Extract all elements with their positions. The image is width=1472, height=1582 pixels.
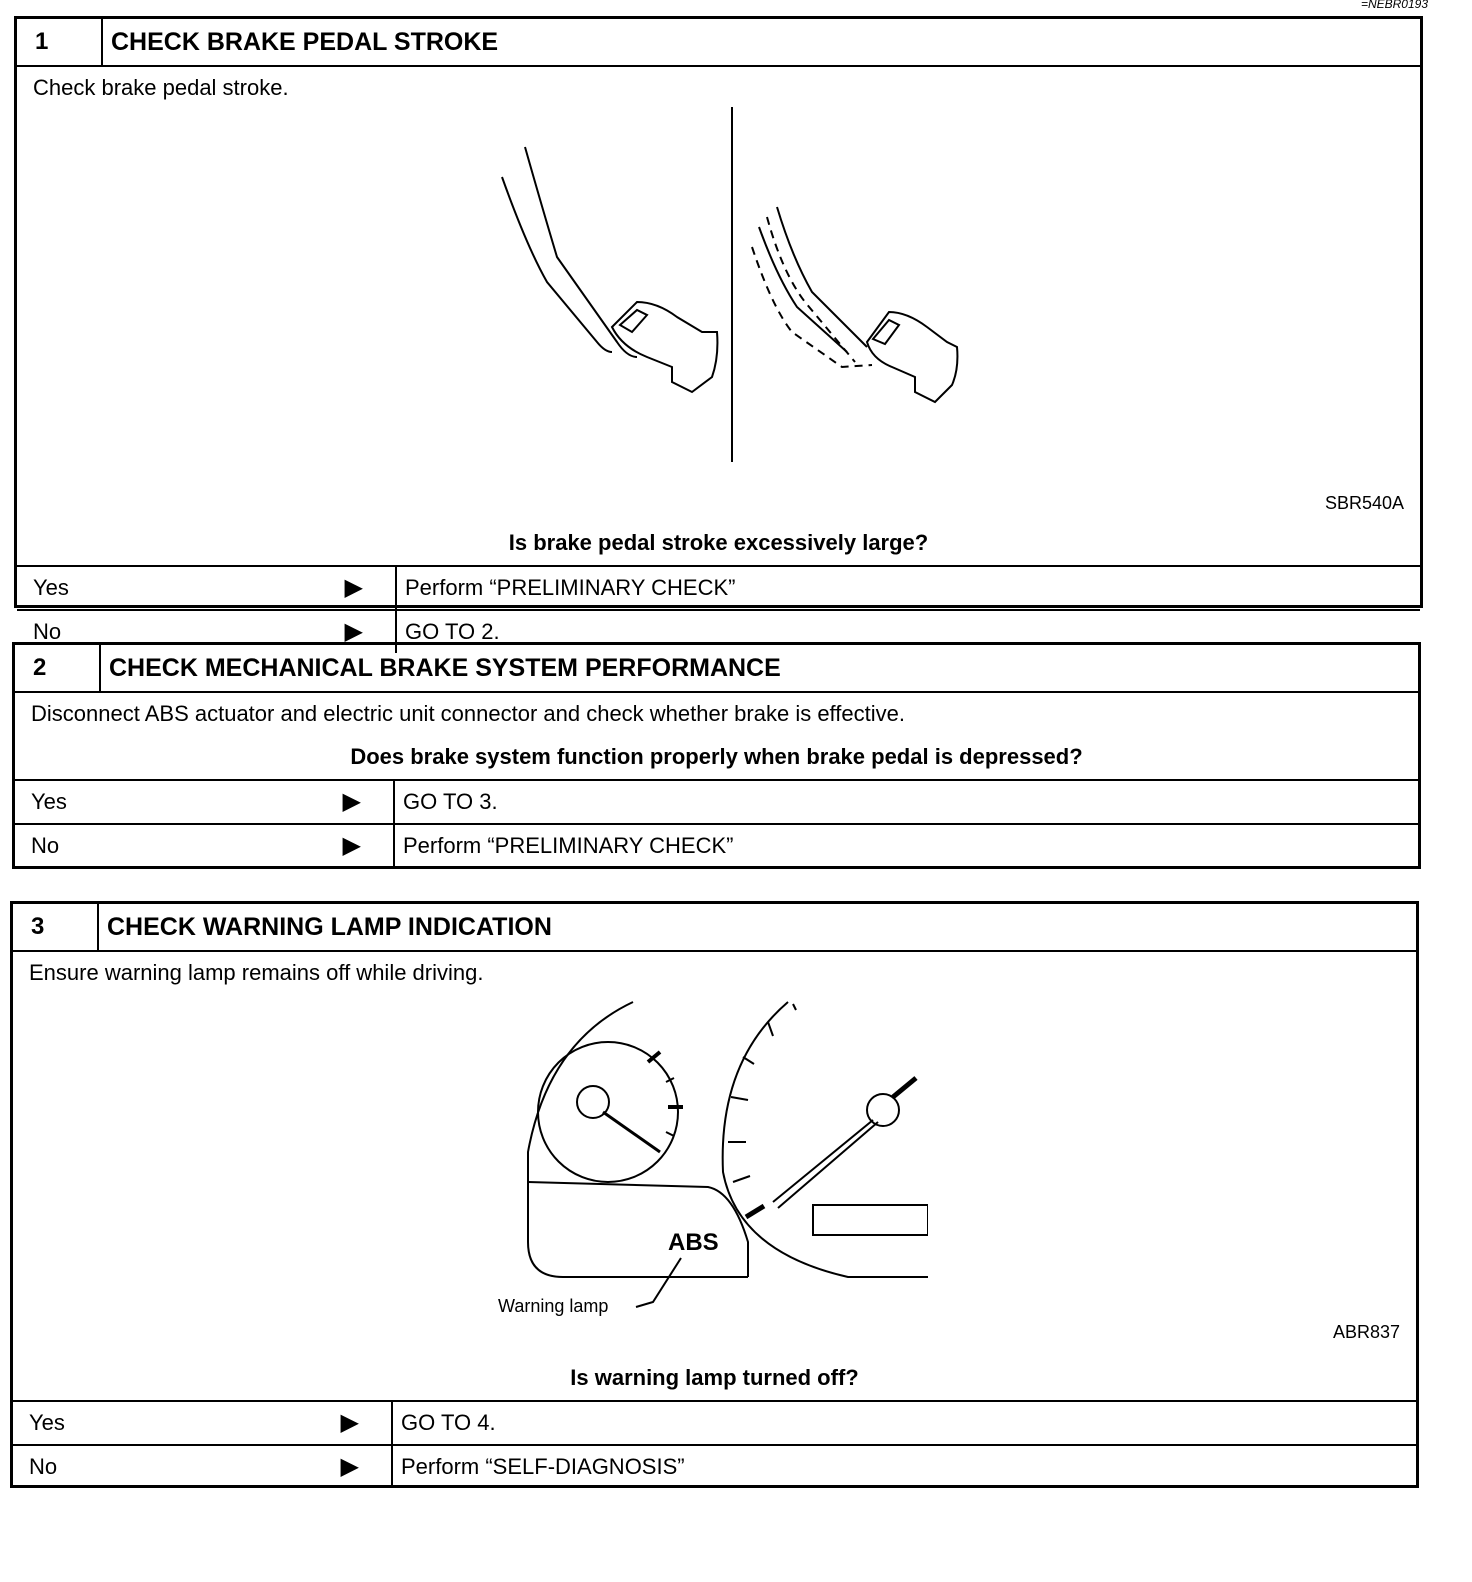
step-title: CHECK WARNING LAMP INDICATION [107,912,552,941]
answer-row-yes: Yes ▶ GO TO 3. [15,779,1418,823]
answer-row-yes: Yes ▶ GO TO 4. [13,1400,1416,1444]
answer-label: No [29,1454,58,1479]
answer-label: No [33,619,62,644]
answer-action: Perform “PRELIMINARY CHECK” [405,575,736,600]
step-3-body: Ensure warning lamp remains off while dr… [13,952,1416,1358]
step-title: CHECK BRAKE PEDAL STROKE [111,27,499,56]
step-title: CHECK MECHANICAL BRAKE SYSTEM PERFORMANC… [109,653,781,682]
arrow-icon: ▶ [342,788,361,815]
step-1-header: 1 CHECK BRAKE PEDAL STROKE [17,19,1420,67]
step-number: 3 [13,904,99,950]
figure-code: SBR540A [1324,493,1404,513]
step-1-block: 1 CHECK BRAKE PEDAL STROKE Check brake p… [14,16,1423,653]
answer-action: GO TO 2. [405,619,500,644]
answer-label: No [31,833,60,858]
step-instruction: Disconnect ABS actuator and electric uni… [31,701,905,726]
answer-row-no: No ▶ GO TO 2. [17,609,1420,653]
answer-label: Yes [33,575,69,600]
step-3-block: 3 CHECK WARNING LAMP INDICATION Ensure w… [10,901,1419,1488]
step-number: 2 [15,645,101,691]
arrow-icon: ▶ [340,1409,359,1436]
brake-pedal-illustration [501,107,959,462]
answer-action: Perform “SELF-DIAGNOSIS” [401,1454,685,1479]
warning-lamp-label: Warning lamp [498,1296,608,1316]
step-1-body: Check brake pedal stroke. SBR540A [17,67,1420,523]
answer-label: Yes [31,789,67,814]
document-reference: =NEBR0193 [1360,0,1428,11]
figure-code: ABR837 [1332,1322,1400,1342]
answer-row-no: No ▶ Perform “SELF-DIAGNOSIS” [13,1444,1416,1488]
answer-action: Perform “PRELIMINARY CHECK” [403,833,734,858]
step-number: 1 [17,19,103,65]
arrow-icon: ▶ [344,574,363,601]
instrument-cluster-illustration: ABS Warning lamp [498,1001,928,1316]
answer-row-yes: Yes ▶ Perform “PRELIMINARY CHECK” [17,565,1420,609]
answer-action: GO TO 3. [403,789,498,814]
step-2-header: 2 CHECK MECHANICAL BRAKE SYSTEM PERFORMA… [15,645,1418,693]
step-instruction: Ensure warning lamp remains off while dr… [29,960,484,985]
step-question: Is warning lamp turned off? [570,1365,859,1390]
abs-label: ABS [668,1229,719,1256]
answer-action: GO TO 4. [401,1410,496,1435]
step-2-block: 2 CHECK MECHANICAL BRAKE SYSTEM PERFORMA… [12,642,1421,869]
arrow-icon: ▶ [344,618,363,645]
arrow-icon: ▶ [340,1453,359,1480]
answer-row-no: No ▶ Perform “PRELIMINARY CHECK” [15,823,1418,867]
arrow-icon: ▶ [342,832,361,859]
step-question: Does brake system function properly when… [350,744,1083,769]
step-question: Is brake pedal stroke excessively large? [508,530,929,555]
step-instruction: Check brake pedal stroke. [33,75,289,100]
answer-label: Yes [29,1410,65,1435]
step-3-header: 3 CHECK WARNING LAMP INDICATION [13,904,1416,952]
